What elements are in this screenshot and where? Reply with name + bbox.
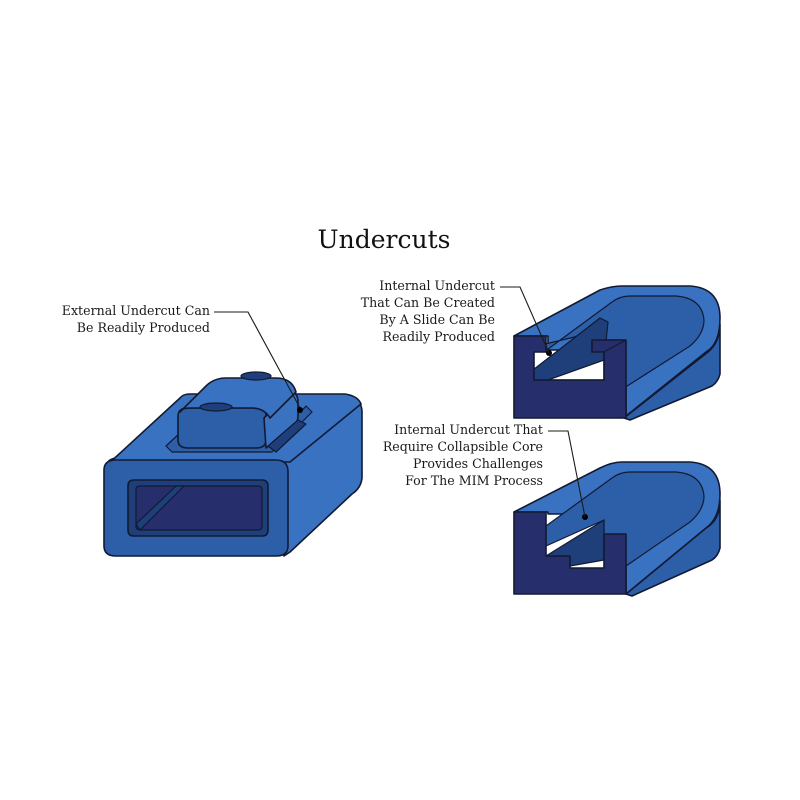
callout-collapsible-leader xyxy=(548,430,586,518)
callout-collapsible-line-4: For The MIM Process xyxy=(405,473,543,488)
callout-external-line-1: External Undercut Can xyxy=(62,303,210,318)
callout-slide-leader xyxy=(500,286,550,354)
callout-collapsible-undercut: Internal Undercut That Require Collapsib… xyxy=(383,422,586,518)
callout-collapsible-line-3: Provides Challenges xyxy=(413,456,543,471)
callout-external-undercut: External Undercut Can Be Readily Produce… xyxy=(62,303,303,413)
callout-collapsible-line-2: Require Collapsible Core xyxy=(383,439,543,454)
callout-slide-line-2: That Can Be Created xyxy=(361,295,495,310)
callout-collapsible-line-1: Internal Undercut That xyxy=(394,422,543,437)
callout-slide-line-1: Internal Undercut xyxy=(379,278,495,293)
callout-slide-undercut: Internal Undercut That Can Be Created By… xyxy=(361,278,550,354)
slide-undercut-part xyxy=(513,285,721,421)
collapsible-core-part xyxy=(513,461,721,597)
callout-slide-line-4: Readily Produced xyxy=(383,329,496,344)
callout-external-leader xyxy=(214,311,301,409)
callout-external-line-2: Be Readily Produced xyxy=(77,320,210,335)
callout-external-dot xyxy=(297,407,303,413)
external-undercut-part xyxy=(103,371,363,557)
callout-slide-line-3: By A Slide Can Be xyxy=(379,312,495,327)
diagram-title: Undercuts xyxy=(318,225,451,254)
